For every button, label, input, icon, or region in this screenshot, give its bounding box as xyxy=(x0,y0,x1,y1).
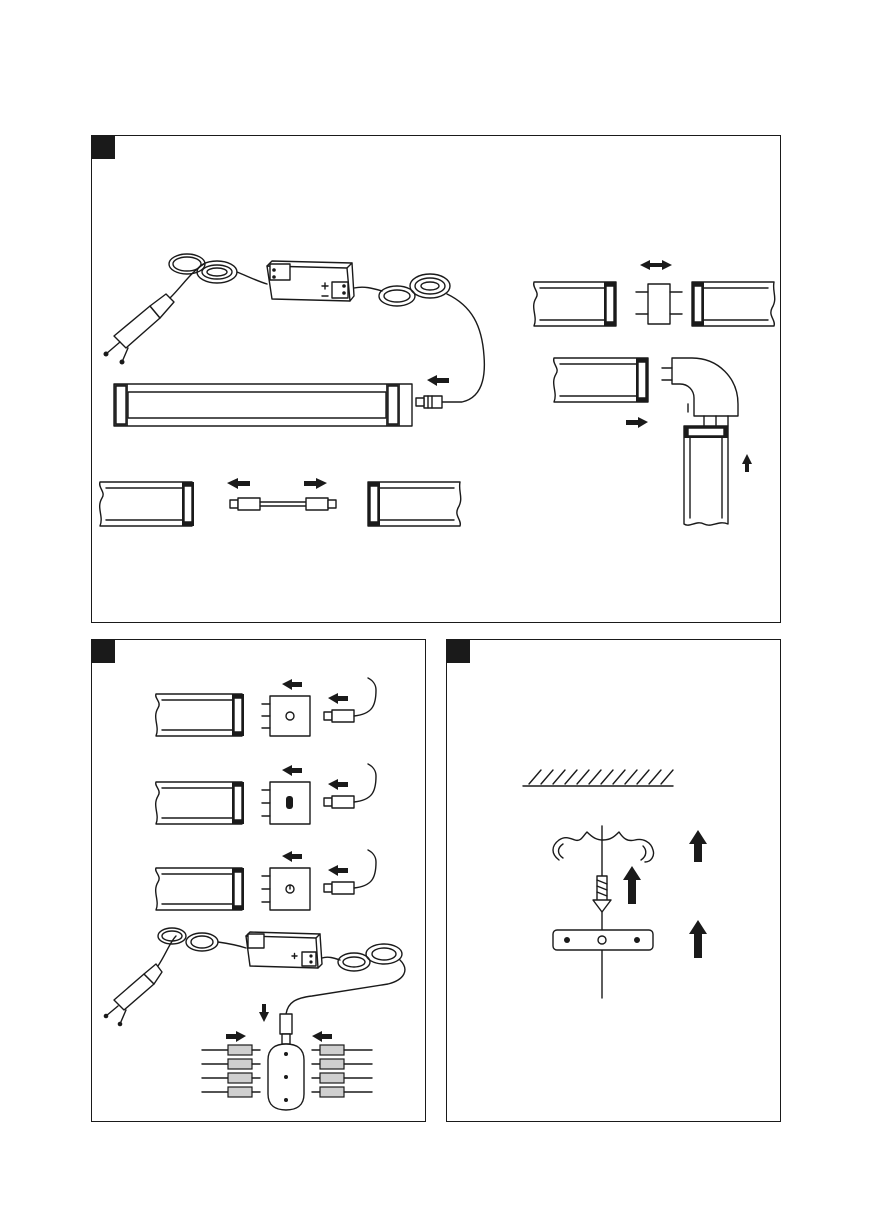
ceiling-surface xyxy=(523,770,673,786)
arrow-left-icon xyxy=(328,779,348,790)
led-driver-icon xyxy=(246,932,322,968)
plug-bank-right xyxy=(312,1045,372,1097)
end-cap-row-3 xyxy=(156,850,376,910)
profile-segment-right xyxy=(368,482,461,526)
panel-1-connection-overview xyxy=(91,135,781,623)
panel-2-drawing xyxy=(92,640,427,1123)
arrow-left-icon xyxy=(328,865,348,876)
coiled-cable-right xyxy=(354,274,484,402)
profile-segment-left xyxy=(100,482,194,526)
splitter-hub xyxy=(268,1044,304,1110)
link-cable xyxy=(230,498,336,510)
profile-straight-left xyxy=(534,282,616,326)
power-plug-icon xyxy=(104,964,162,1026)
arrow-up-icon xyxy=(689,830,707,862)
arrow-up-icon xyxy=(689,920,707,958)
mounting-bracket xyxy=(553,930,653,950)
led-profile-long xyxy=(114,384,412,426)
profile-straight-right xyxy=(692,282,775,326)
plug-bank-left xyxy=(202,1045,260,1097)
arrow-left-icon xyxy=(282,851,302,862)
straight-connector xyxy=(636,284,682,324)
power-plug-icon xyxy=(104,294,175,365)
end-cap-row-2 xyxy=(156,764,376,824)
cable-connector xyxy=(416,396,442,408)
panel-3-drawing xyxy=(447,640,782,1123)
arrow-left-icon xyxy=(312,1031,332,1042)
arrow-left-icon xyxy=(282,765,302,776)
arrow-down-icon xyxy=(259,1004,269,1022)
panel-3-mounting xyxy=(446,639,781,1122)
panel-1-drawing xyxy=(92,136,782,624)
coiled-cable-left xyxy=(158,928,246,966)
screw-icon xyxy=(593,876,611,912)
arrow-right-corner-icon xyxy=(626,417,648,428)
splitter-input-plug xyxy=(280,1014,292,1044)
arrow-left-icon xyxy=(227,478,250,489)
arrow-up-icon xyxy=(623,866,641,904)
profile-corner-bottom xyxy=(684,426,728,525)
corner-connector xyxy=(662,358,738,426)
arrow-right-icon xyxy=(226,1031,246,1042)
arrow-right-icon xyxy=(304,478,327,489)
led-driver-icon xyxy=(267,261,354,301)
end-cap-row-1 xyxy=(156,678,376,736)
arrow-left-icon xyxy=(282,679,302,690)
arrow-left-icon xyxy=(328,693,348,704)
mounting-clip xyxy=(553,832,654,862)
profile-corner-left xyxy=(554,358,648,402)
coiled-cable-left xyxy=(169,254,267,298)
arrow-up-icon xyxy=(742,454,752,472)
arrow-icon xyxy=(427,375,449,386)
panel-2-end-caps-and-splitter xyxy=(91,639,426,1122)
double-arrow-icon xyxy=(640,260,672,270)
